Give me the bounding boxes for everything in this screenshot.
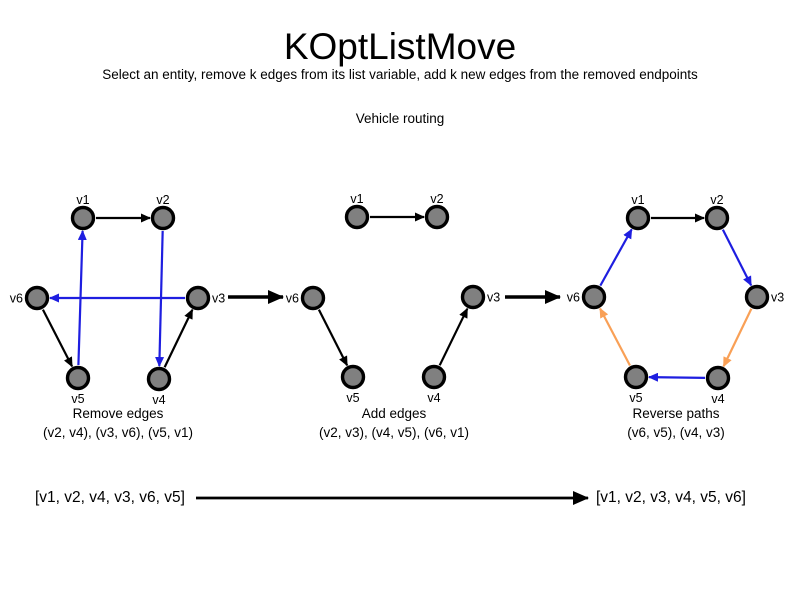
page-subtitle: Select an entity, remove k edges from it… <box>102 67 698 82</box>
node-label-remove-edges-v2: v2 <box>156 193 169 207</box>
node-label-add-edges-v4: v4 <box>427 391 440 405</box>
node-label-reverse-paths-v6: v6 <box>567 291 580 305</box>
caption-detail: (v6, v5), (v4, v3) <box>627 424 725 440</box>
node-label-remove-edges-v4: v4 <box>152 393 165 407</box>
section-label: Vehicle routing <box>355 111 445 126</box>
graph-reverse-paths: v1 v2 v3 v4 v5 v6 <box>567 193 784 406</box>
caption-detail: (v2, v4), (v3, v6), (v5, v1) <box>42 424 194 440</box>
node-add-edges-v3 <box>460 284 486 310</box>
node-label-remove-edges-v5: v5 <box>71 392 84 406</box>
node-remove-edges-v4 <box>146 366 172 392</box>
edge-v5-v6 <box>599 307 631 367</box>
edge-v4-v3 <box>163 308 194 368</box>
node-reverse-paths-v4 <box>705 365 731 391</box>
node-add-edges-v5 <box>340 364 366 390</box>
node-remove-edges-v5 <box>65 365 91 391</box>
node-label-remove-edges-v3: v3 <box>212 292 225 306</box>
node-add-edges-v4 <box>421 364 447 390</box>
node-label-reverse-paths-v3: v3 <box>771 291 784 305</box>
node-label-add-edges-v1: v1 <box>350 192 363 206</box>
node-remove-edges-v3 <box>185 285 211 311</box>
node-label-reverse-paths-v5: v5 <box>629 391 642 405</box>
node-add-edges-v2 <box>424 204 450 230</box>
node-label-add-edges-v2: v2 <box>430 192 443 206</box>
node-add-edges-v6 <box>300 285 326 311</box>
node-label-add-edges-v3: v3 <box>487 291 500 305</box>
node-label-add-edges-v5: v5 <box>346 391 359 405</box>
edge-v6-v5 <box>41 309 74 368</box>
edge-v4-v5 <box>647 372 706 382</box>
page-title: KOptListMove <box>283 26 517 67</box>
list-before: [v1, v2, v4, v3, v6, v5] <box>35 489 185 506</box>
node-remove-edges-v2 <box>150 205 176 231</box>
node-label-reverse-paths-v4: v4 <box>711 392 724 406</box>
list-after: [v1, v2, v3, v4, v5, v6] <box>596 489 746 506</box>
node-label-remove-edges-v6: v6 <box>10 292 23 306</box>
node-label-remove-edges-v1: v1 <box>76 193 89 207</box>
node-reverse-paths-v3 <box>744 284 770 310</box>
edge-v3-v4 <box>722 308 753 368</box>
caption-title: Remove edges <box>72 406 164 421</box>
caption-add-edges: Add edges (v2, v3), (v4, v5), (v6, v1) <box>319 405 469 442</box>
node-remove-edges-v1 <box>70 205 96 231</box>
caption-title: Reverse paths <box>632 406 720 421</box>
node-label-add-edges-v6: v6 <box>286 292 299 306</box>
edge-v4-v3 <box>438 307 469 366</box>
caption-title: Add edges <box>361 406 427 421</box>
node-reverse-paths-v1 <box>625 205 651 231</box>
node-label-reverse-paths-v1: v1 <box>631 193 644 207</box>
node-reverse-paths-v6 <box>581 284 607 310</box>
node-reverse-paths-v2 <box>704 205 730 231</box>
graph-add-edges: v1 v2 v3 v4 v5 v6 <box>286 192 500 405</box>
caption-detail: (v2, v3), (v4, v5), (v6, v1) <box>318 424 470 440</box>
caption-reverse-paths: Reverse paths (v6, v5), (v4, v3) <box>627 405 725 442</box>
edge-v6-v5 <box>317 309 349 367</box>
edge-v6-v1 <box>599 228 633 287</box>
node-reverse-paths-v5 <box>623 364 649 390</box>
node-remove-edges-v6 <box>24 285 50 311</box>
edge-v2-v3 <box>721 229 753 287</box>
caption-remove-edges: Remove edges (v2, v4), (v3, v6), (v5, v1… <box>43 405 193 442</box>
node-add-edges-v1 <box>344 204 370 230</box>
node-label-reverse-paths-v2: v2 <box>710 193 723 207</box>
graph-remove-edges: v1 v2 v3 v4 v5 v6 <box>10 193 225 407</box>
